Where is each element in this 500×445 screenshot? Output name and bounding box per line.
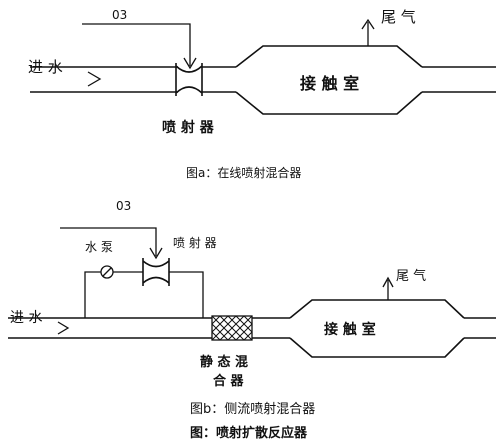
b-tail-gas-label: 尾 气: [396, 268, 426, 284]
a-contact-chamber: [235, 45, 423, 115]
a-caption: 图a：在线喷射混合器: [186, 165, 301, 180]
a-injector: [175, 63, 203, 96]
diagram-b: 03 水 泵 喷 射 器 进 水 接 触 室 尾 气: [8, 199, 496, 417]
a-ozone-line: [82, 23, 191, 66]
a-injector-label: 喷 射 器: [162, 119, 215, 136]
b-chamber-label: 接 触 室: [324, 321, 376, 338]
a-ozone-arrow: [183, 57, 197, 70]
b-caption: 图b：侧流喷射混合器: [190, 401, 315, 417]
b-static-mixer-label-line1: 静 态 混: [200, 354, 248, 370]
a-tail-gas-label: 尾 气: [381, 8, 416, 26]
b-injector-label: 喷 射 器: [173, 235, 217, 250]
b-loop-right: [169, 271, 204, 318]
b-inlet-arrow: [57, 321, 70, 335]
b-loop-left: [84, 271, 101, 318]
b-pump-symbol: [102, 267, 112, 277]
a-ozone-label: 03: [112, 8, 127, 22]
a-water-in-label: 进 水: [28, 58, 63, 76]
b-tail-gas-arrow: [382, 276, 394, 288]
a-chamber-label: 接 触 室: [300, 74, 359, 93]
b-contact-chamber: [289, 299, 465, 358]
diagram-a: 03 进 水 接 触 室 尾 气 喷 射 器 图a：在线喷射混合器: [28, 8, 496, 180]
b-ozone-label: 03: [116, 199, 131, 213]
b-injector: [142, 258, 170, 286]
a-inlet-arrow: [87, 71, 102, 87]
b-water-in-label: 进 水: [10, 310, 42, 326]
b-static-mixer: [211, 315, 253, 341]
b-pump-label: 水 泵: [85, 240, 113, 254]
a-tail-gas-arrow: [361, 18, 375, 30]
figure-caption: 图：喷射扩散反应器: [190, 425, 308, 441]
b-ozone-line: [60, 227, 157, 256]
b-ozone-arrow: [149, 247, 163, 260]
b-static-mixer-label-line2: 合 器: [213, 373, 245, 389]
